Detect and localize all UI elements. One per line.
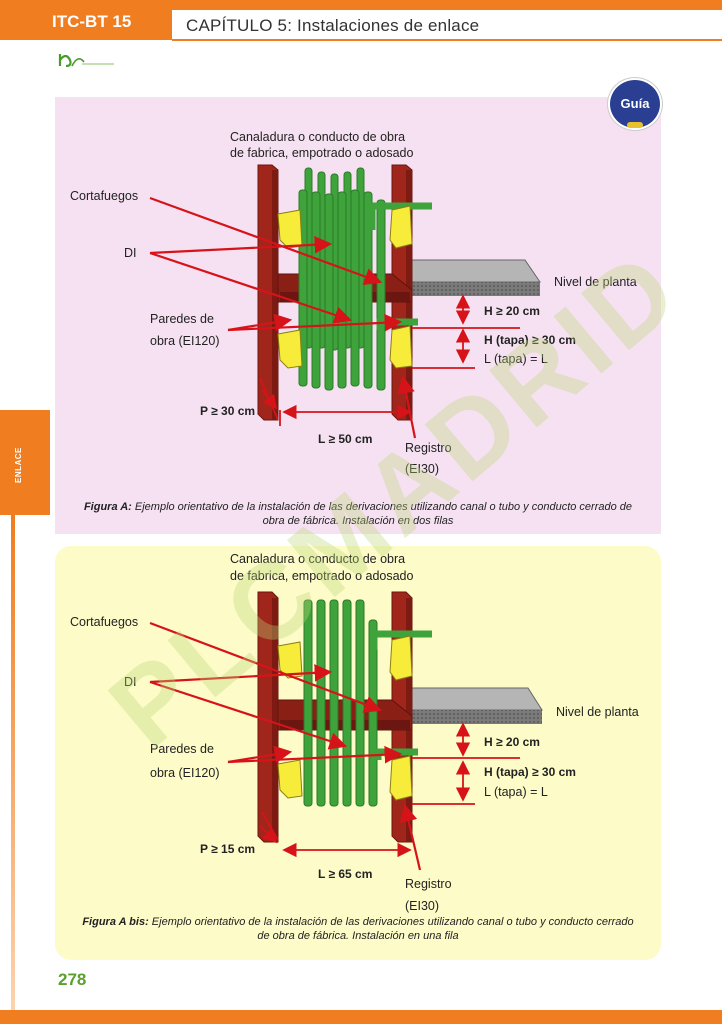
fig-a-caption-text-1: Ejemplo orientativo de la instalación de…: [131, 501, 633, 513]
fig-b-p-label: P ≥ 15 cm: [200, 842, 256, 856]
fig-b-caption-label: Figura A bis:: [82, 916, 149, 928]
fig-a-title-line2: de fabrica, empotrado o adosado: [230, 146, 414, 160]
fig-b-caption: Figura A bis: Ejemplo orientativo de la …: [58, 915, 658, 943]
fig-b-title-line1: Canaladura o conducto de obra: [230, 552, 406, 566]
fig-b-paredes-line2: obra (EI120): [150, 766, 220, 780]
top-accent-bar: [0, 0, 722, 10]
fig-a-p-label: P ≥ 30 cm: [200, 404, 256, 418]
guia-badge: Guía: [608, 78, 662, 130]
fig-b-h-label: H ≥ 20 cm: [484, 735, 540, 749]
fig-b-di-label: DI: [124, 675, 137, 689]
fig-a-paredes-line2: obra (EI120): [150, 334, 220, 348]
floor-slab-top-b: [411, 687, 543, 711]
fig-a-h-tapa-label: H (tapa) ≥ 30 cm: [484, 333, 576, 347]
fig-b-paredes-line1: Paredes de: [150, 742, 214, 756]
fig-b-caption-text-1: Ejemplo orientativo de la instalación de…: [148, 916, 634, 928]
tube-bend-top: [368, 202, 432, 230]
fig-a-paredes-line1: Paredes de: [150, 312, 214, 326]
fig-a-caption: Figura A: Ejemplo orientativo de la inst…: [58, 500, 658, 528]
tubes-front-row: [298, 189, 386, 391]
side-accent-line: [11, 515, 15, 1010]
itc-bt-badge: ITC-BT 15: [0, 0, 172, 40]
fig-b-caption-line2: de obra de fábrica. Instalación en una f…: [257, 930, 459, 942]
firestops: [277, 205, 413, 369]
fig-a-nivel-label: Nivel de planta: [554, 275, 637, 289]
fig-a-title-line1: Canaladura o conducto de obra: [230, 130, 406, 144]
fig-a-caption-line2: obra de fábrica. Instalación en dos fila…: [262, 515, 454, 527]
fig-b-h-tapa-label: H (tapa) ≥ 30 cm: [484, 765, 576, 779]
tube-bend-mid-b: [374, 748, 418, 760]
guia-badge-mark: [627, 122, 643, 128]
fig-b-cortafuegos-label: Cortafuegos: [70, 615, 139, 629]
section-side-tab: [0, 410, 50, 515]
fig-b-registro-line2: (EI30): [405, 899, 440, 913]
page-number: 278: [58, 970, 87, 989]
bottom-accent-bar: [0, 1010, 722, 1024]
fig-b-l-label: L ≥ 65 cm: [318, 867, 373, 881]
fig-b-title-line2: de fabrica, empotrado o adosado: [230, 569, 414, 583]
publisher-logo: [58, 54, 114, 68]
fig-a-registro-line1: Registro: [405, 441, 452, 455]
fig-a-caption-line1: Figura A: Ejemplo orientativo de la inst…: [58, 500, 658, 514]
fig-a-h-label: H ≥ 20 cm: [484, 304, 540, 318]
fig-a-l-label: L ≥ 50 cm: [318, 432, 373, 446]
fig-b-nivel-label: Nivel de planta: [556, 705, 639, 719]
fig-a-di-label: DI: [124, 246, 137, 260]
floor-slab-edge: [412, 282, 540, 296]
tube-bend-top-b: [370, 630, 432, 650]
fig-b-caption-line1: Figura A bis: Ejemplo orientativo de la …: [58, 915, 658, 929]
fig-a-cortafuegos-label: Cortafuegos: [70, 189, 139, 203]
header-rule: [172, 39, 722, 41]
fig-a-l-tapa-label: L (tapa) = L: [484, 352, 548, 366]
firestops-b: [277, 635, 413, 801]
fig-b-l-tapa-label: L (tapa) = L: [484, 785, 548, 799]
chapter-title: CAPÍTULO 5: Instalaciones de enlace: [186, 16, 480, 35]
fig-a-registro-line2: (EI30): [405, 462, 440, 476]
floor-slab-edge-b: [412, 710, 542, 724]
fig-a-caption-label: Figura A:: [83, 501, 132, 513]
fig-b-registro-line1: Registro: [405, 877, 452, 891]
